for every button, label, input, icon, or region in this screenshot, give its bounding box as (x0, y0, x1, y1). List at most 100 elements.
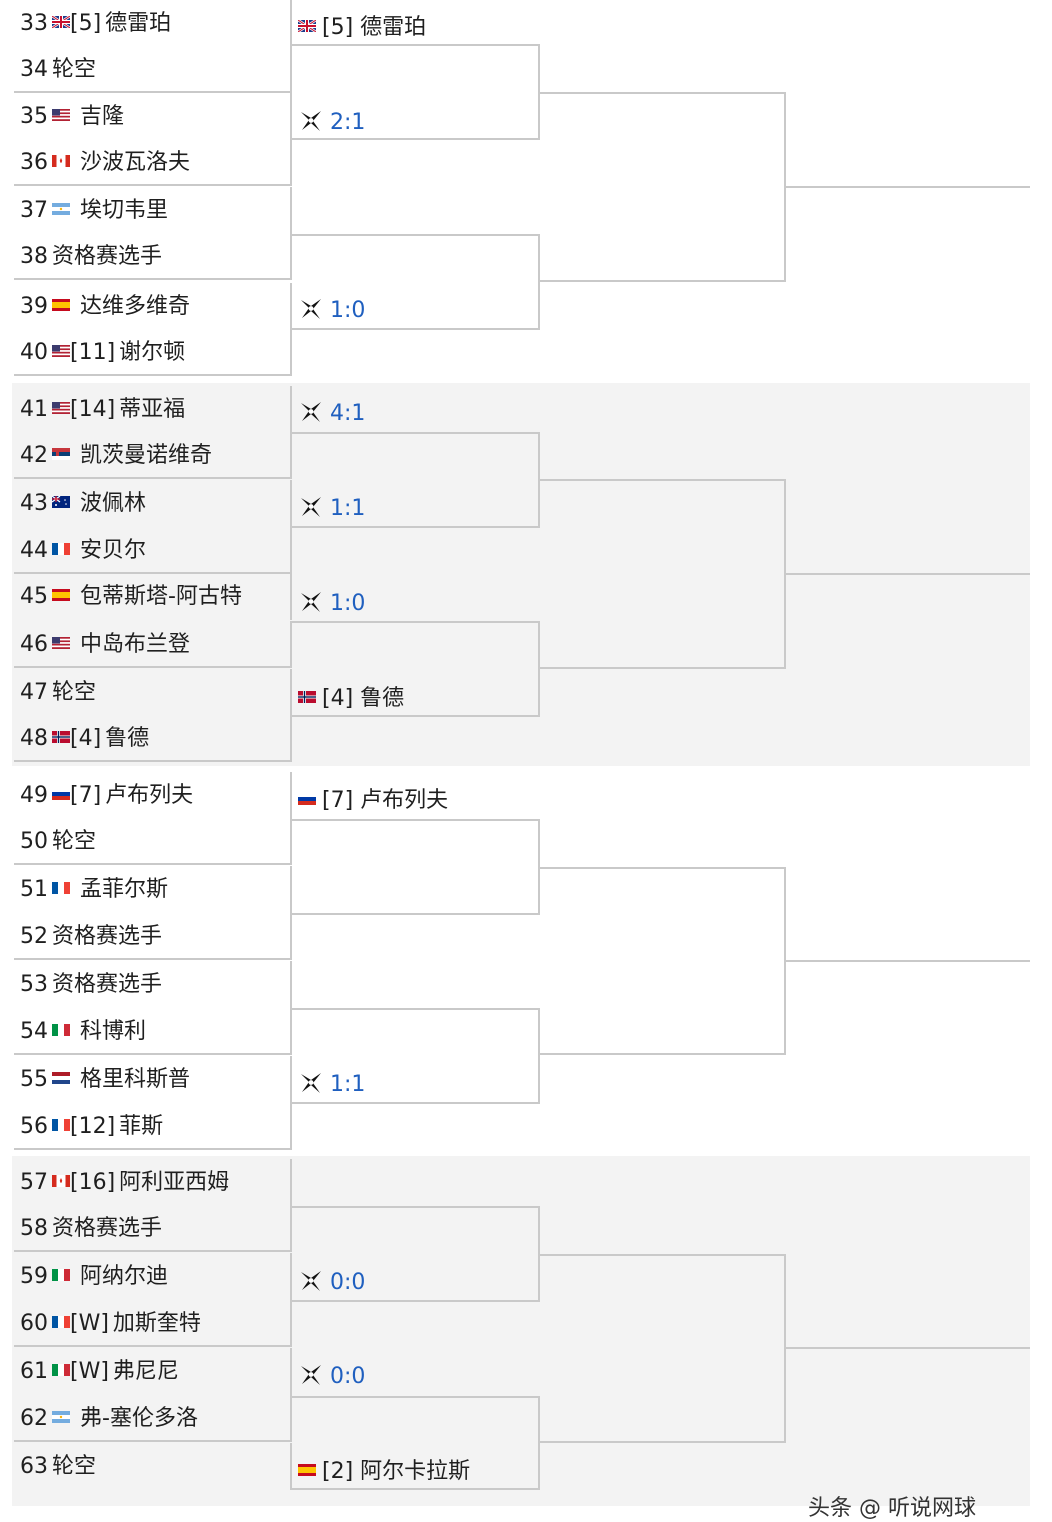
flag-fra-icon (52, 538, 80, 563)
round2-player[interactable]: [2] 阿尔卡拉斯 (298, 1457, 470, 1487)
player-name: 鲁德 (105, 726, 150, 751)
player-name: 格里科斯普 (80, 1067, 191, 1092)
bracket-match-connector (292, 1396, 540, 1490)
player-row[interactable]: 60[W]加斯奎特 (14, 1300, 292, 1347)
player-name: 达维多维奇 (80, 294, 191, 319)
player-row[interactable]: 61[W]弗尼尼 (14, 1348, 292, 1395)
player-name: 波佩林 (80, 491, 147, 516)
round2-score[interactable]: 0:0 (298, 1362, 365, 1392)
match-vs-icon (298, 401, 330, 426)
player-draw-number: 34 (20, 57, 48, 82)
player-row[interactable]: 41[14]蒂亚福 (14, 386, 292, 433)
player-row[interactable]: 57[16]阿利亚西姆 (14, 1159, 292, 1206)
head-to-head-score: 0:0 (330, 1270, 366, 1295)
bracket-match-connector (292, 819, 540, 915)
round2-score[interactable]: 2:1 (298, 108, 365, 138)
bracket-advance-line (786, 960, 1030, 962)
player-draw-number: 46 (20, 632, 48, 657)
player-name: 蒂亚福 (119, 397, 186, 422)
flag-nor-icon (298, 686, 322, 711)
round2-player[interactable]: [4] 鲁德 (298, 684, 404, 714)
head-to-head-score: 1:1 (330, 496, 366, 521)
player-draw-number: 44 (20, 538, 48, 563)
flag-ita-icon (52, 1359, 80, 1384)
player-name: 谢尔顿 (119, 340, 186, 365)
player-name: 轮空 (52, 680, 97, 705)
player-draw-number: 55 (20, 1067, 48, 1092)
round2-score[interactable]: 1:0 (298, 296, 365, 326)
player-draw-number: 40 (20, 340, 48, 365)
player-name: 科博利 (80, 1019, 147, 1044)
player-row[interactable]: 48[4]鲁德 (14, 715, 292, 762)
flag-nor-icon (52, 726, 80, 751)
player-row[interactable]: 59 阿纳尔迪 (14, 1253, 292, 1300)
player-name: 包蒂斯塔-阿古特 (80, 584, 242, 609)
player-row[interactable]: 55 格里科斯普 (14, 1056, 292, 1103)
player-name: 资格赛选手 (52, 244, 163, 269)
player-draw-number: 62 (20, 1406, 48, 1431)
bracket-advance-line (786, 186, 1030, 188)
flag-esp-icon (52, 584, 80, 609)
match-vs-icon (298, 496, 330, 521)
bracket-match-connector (292, 1008, 540, 1104)
player-draw-number: 37 (20, 198, 48, 223)
round2-player-name: [7] 卢布列夫 (322, 788, 449, 813)
round2-score[interactable]: 1:1 (298, 1070, 365, 1100)
head-to-head-score: 2:1 (330, 110, 366, 135)
match-vs-icon (298, 298, 330, 323)
player-draw-number: 47 (20, 680, 48, 705)
flag-usa-icon (52, 340, 80, 365)
player-name: 资格赛选手 (52, 1216, 163, 1241)
round2-score[interactable]: 4:1 (298, 399, 365, 429)
player-draw-number: 33 (20, 11, 48, 36)
player-draw-number: 59 (20, 1264, 48, 1289)
player-seed: [12] (70, 1114, 116, 1139)
player-draw-number: 60 (20, 1311, 48, 1336)
flag-usa-icon (52, 104, 80, 129)
player-name: 德雷珀 (105, 11, 172, 36)
flag-aus-icon (52, 491, 80, 516)
player-row[interactable]: 56[12]菲斯 (14, 1103, 292, 1150)
round2-player[interactable]: [5] 德雷珀 (298, 13, 426, 43)
flag-gbr-icon (298, 15, 322, 40)
player-row[interactable]: 43 波佩林 (14, 480, 292, 527)
player-row[interactable]: 33[5]德雷珀 (14, 0, 292, 47)
round2-player[interactable]: [7] 卢布列夫 (298, 786, 448, 816)
player-name: 吉隆 (80, 104, 125, 129)
round2-score[interactable]: 0:0 (298, 1268, 365, 1298)
player-draw-number: 41 (20, 397, 48, 422)
round2-score[interactable]: 1:1 (298, 494, 365, 524)
player-name: 轮空 (52, 1454, 97, 1479)
player-name: 资格赛选手 (52, 972, 163, 997)
player-row[interactable]: 49[7]卢布列夫 (14, 772, 292, 819)
player-draw-number: 43 (20, 491, 48, 516)
match-vs-icon (298, 1270, 330, 1295)
player-seed: [W] (70, 1359, 109, 1384)
player-row[interactable]: 40[11]谢尔顿 (14, 329, 292, 376)
player-name: 加斯奎特 (112, 1311, 201, 1336)
round2-score[interactable]: 1:0 (298, 589, 365, 619)
round2-player-name: [4] 鲁德 (322, 686, 405, 711)
player-name: 阿纳尔迪 (80, 1264, 169, 1289)
player-seed: [16] (70, 1170, 116, 1195)
flag-rus-icon (298, 788, 322, 813)
